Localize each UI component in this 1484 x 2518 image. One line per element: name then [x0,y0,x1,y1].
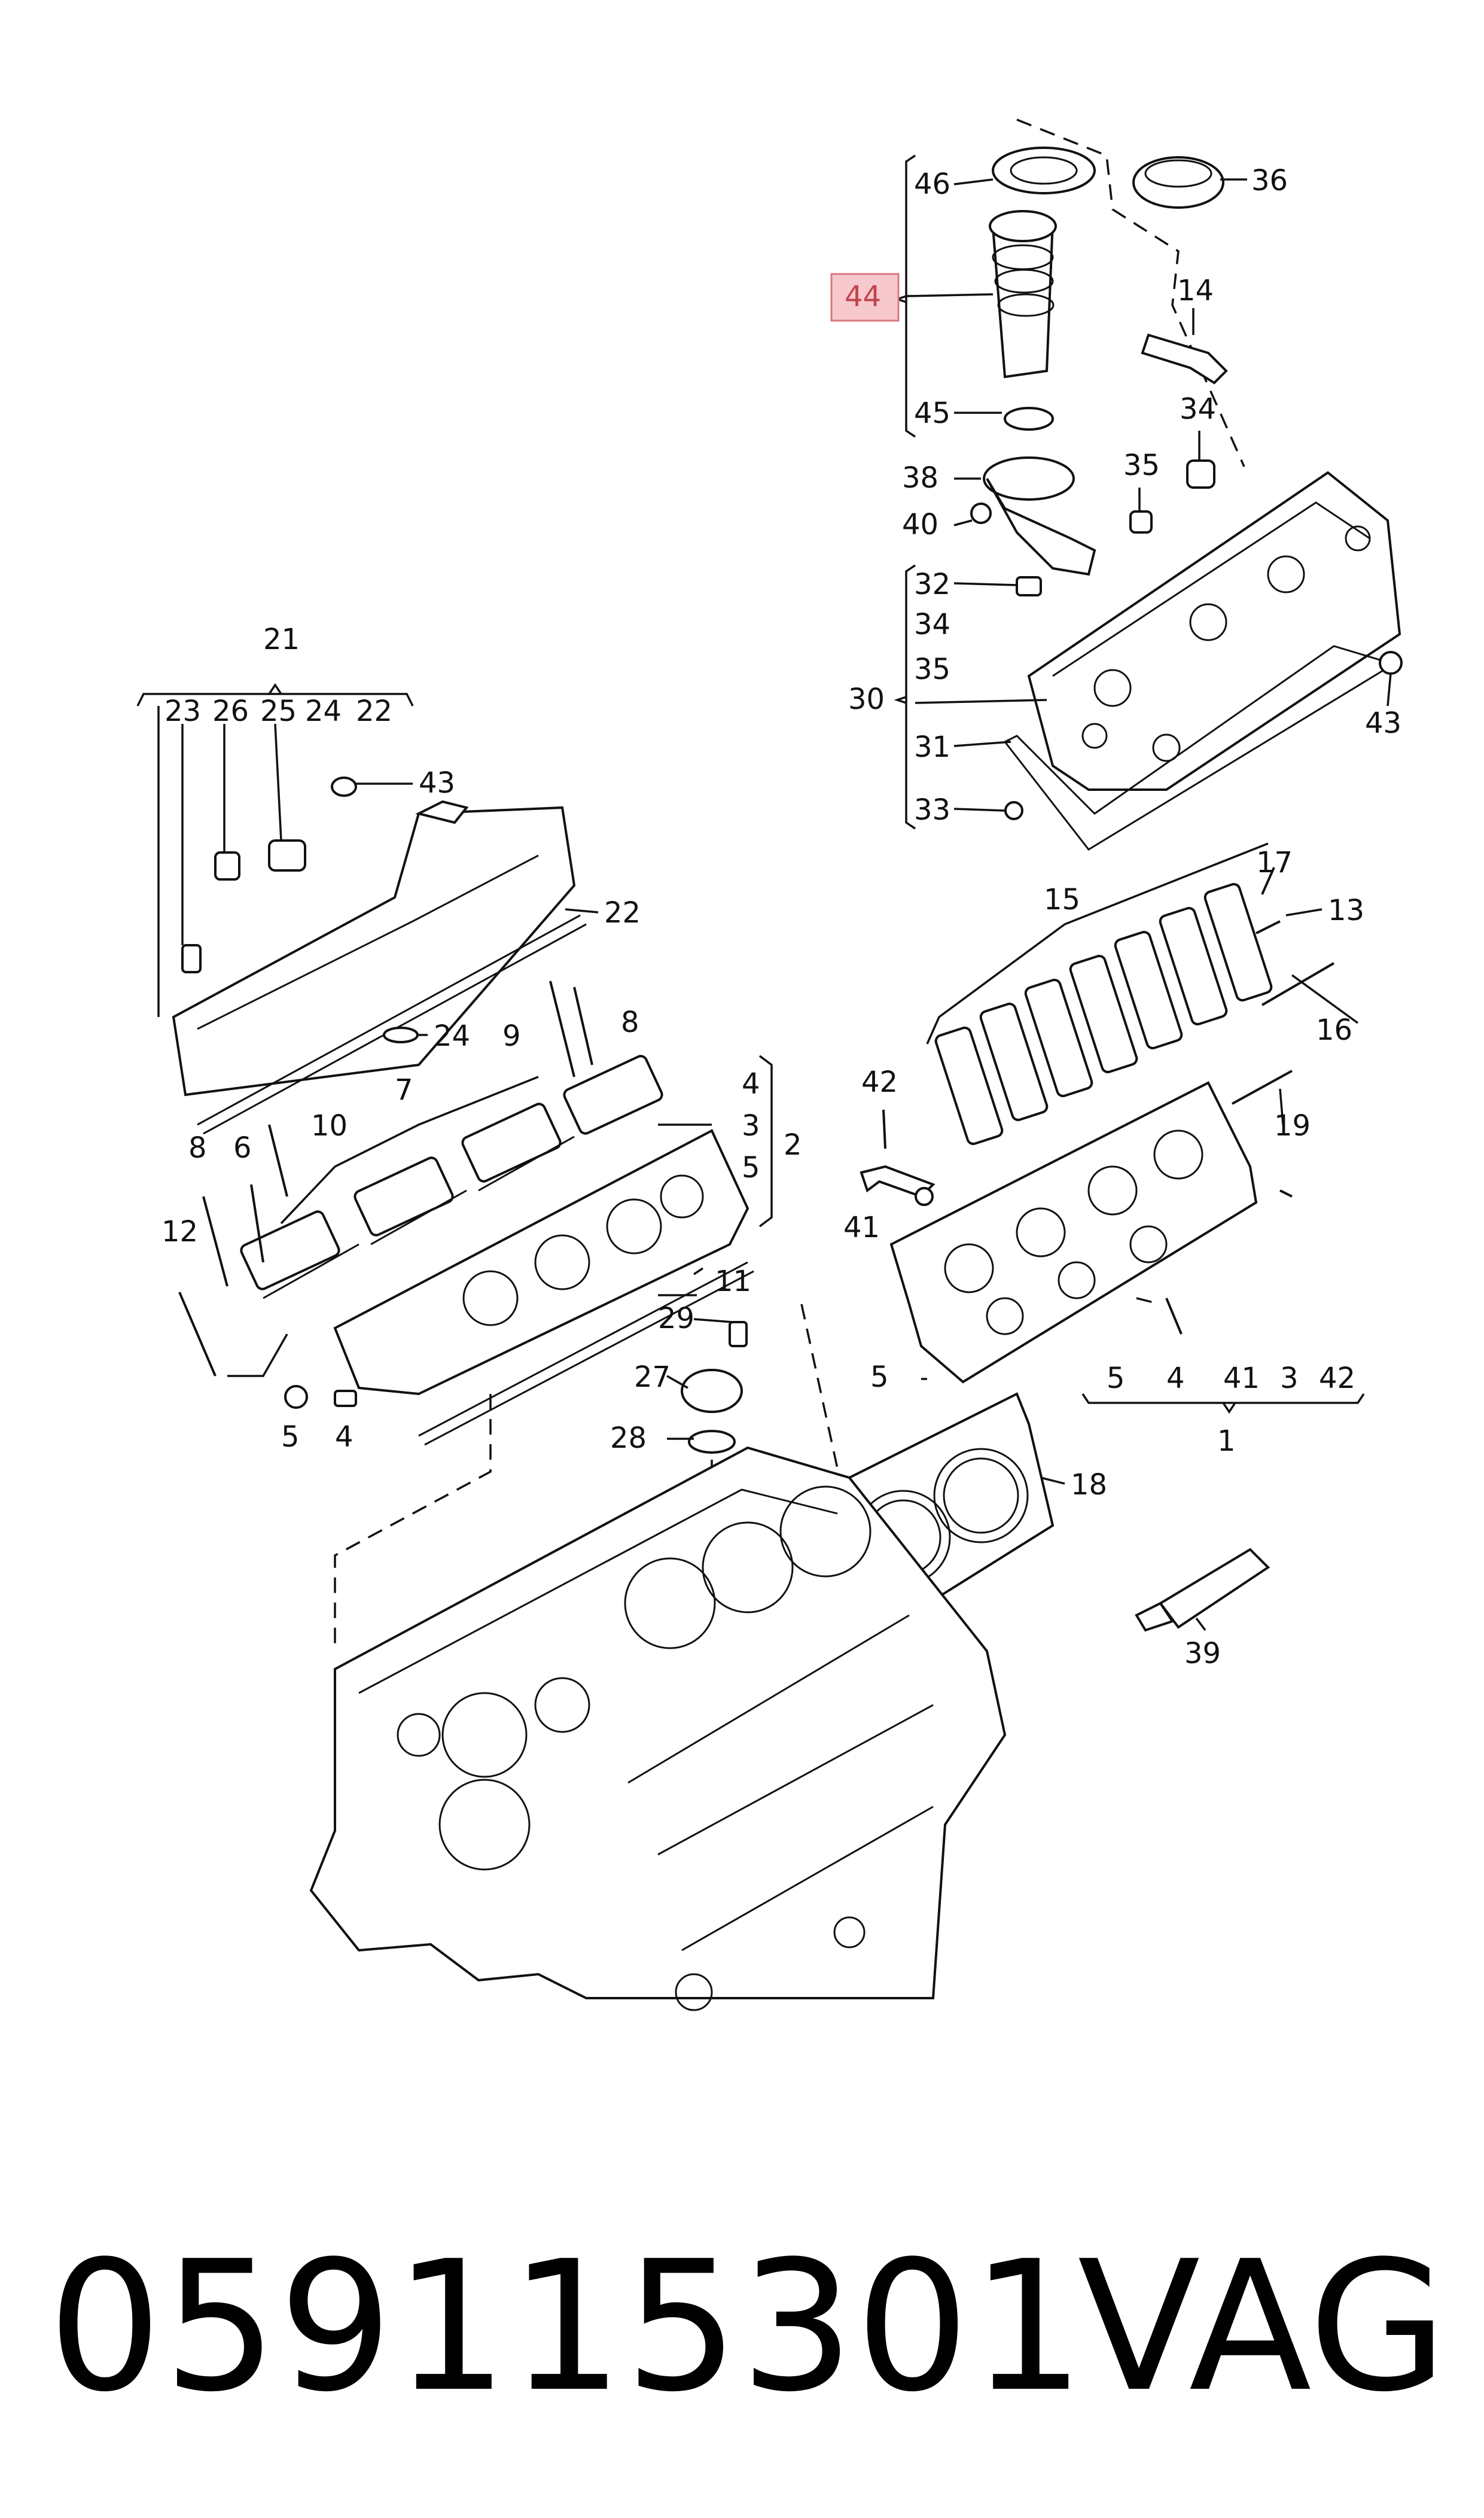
callout-18: 18 [1071,1468,1107,1502]
callout-22: 22 [356,695,392,728]
callout-40: 40 [902,508,938,541]
callout-7: 7 [395,1073,413,1107]
engine-block [309,1297,1161,2011]
callout-13: 13 [1328,894,1364,927]
callout-23: 23 [164,695,201,728]
callout-4-c: 4 [335,1420,354,1454]
callout-34: 34 [1180,392,1216,426]
callout-9: 9 [502,1019,521,1053]
callout-41: 41 [843,1211,880,1244]
callout-38: 38 [902,461,938,495]
callout-3-b: 3 [1280,1362,1299,1395]
callout-labels: 46 36 44 14 45 34 38 35 40 32 34 30 35 4… [161,164,1401,1670]
callout-2: 2 [784,1128,802,1162]
callout-6: 6 [233,1131,252,1165]
sealant-tube [1135,1548,1270,1632]
callout-5-b: 5 [870,1360,889,1394]
callout-35-b: 35 [914,653,950,686]
callout-24: 24 [305,695,342,728]
callout-10: 10 [311,1109,348,1143]
callout-26: 26 [212,695,249,728]
left-valve-cover [136,683,587,1135]
callout-4: 4 [742,1067,760,1101]
callout-36: 36 [1251,164,1288,197]
brand-name: VAG [1077,2222,1448,2431]
callout-19: 19 [1274,1109,1311,1143]
rocker-arm-group [926,842,1335,1146]
callout-8-b: 8 [188,1131,207,1165]
callout-3: 3 [742,1109,760,1143]
part-number: 059115301 [48,2222,1086,2431]
leader-lines [157,178,1392,1631]
left-cylinder-head [178,981,773,1446]
callout-39: 39 [1184,1637,1221,1670]
callout-4-b: 4 [1166,1362,1185,1395]
callout-44[interactable]: 44 [845,280,881,313]
callout-34-b: 34 [914,608,950,641]
callout-11: 11 [715,1265,751,1298]
callout-29: 29 [658,1302,694,1335]
caption-bar: 059115301 VAG [24,2213,1459,2441]
right-cylinder-head [860,1070,1365,1414]
callout-22-b: 22 [604,896,641,930]
callout-16: 16 [1316,1013,1352,1047]
callout-25: 25 [260,695,297,728]
callout-42-b: 42 [1319,1362,1355,1395]
callout-43: 43 [1365,707,1401,740]
callout-45: 45 [914,397,950,430]
callout-35: 35 [1123,449,1160,482]
callout-21: 21 [263,623,300,656]
callout-14: 14 [1177,274,1214,307]
callout-30: 30 [848,683,885,716]
callout-28: 28 [610,1421,647,1455]
callout-1: 1 [1217,1424,1236,1458]
exploded-parts-diagram: 46 36 44 14 45 34 38 35 40 32 34 30 35 4… [136,118,1403,2011]
callout-31: 31 [914,730,950,764]
callout-12: 12 [161,1215,198,1249]
callout-8: 8 [621,1006,639,1039]
callout-32: 32 [914,568,950,601]
right-valve-cover [894,471,1403,851]
callout-46: 46 [914,168,950,201]
callout-15: 15 [1044,883,1080,917]
callout-5-d: 5 [281,1420,300,1454]
callout-5-c: 5 [1107,1362,1125,1395]
callout-17: 17 [1256,846,1293,879]
callout-27: 27 [634,1360,671,1394]
callout-41-b: 41 [1223,1362,1260,1395]
callout-24-b: 24 [434,1019,470,1053]
oil-filler-group [894,118,1245,576]
callout-5: 5 [742,1151,760,1185]
highlight-box [830,273,900,322]
callout-43-b: 43 [419,766,455,800]
callout-33: 33 [914,793,950,827]
callout-42: 42 [861,1065,898,1099]
